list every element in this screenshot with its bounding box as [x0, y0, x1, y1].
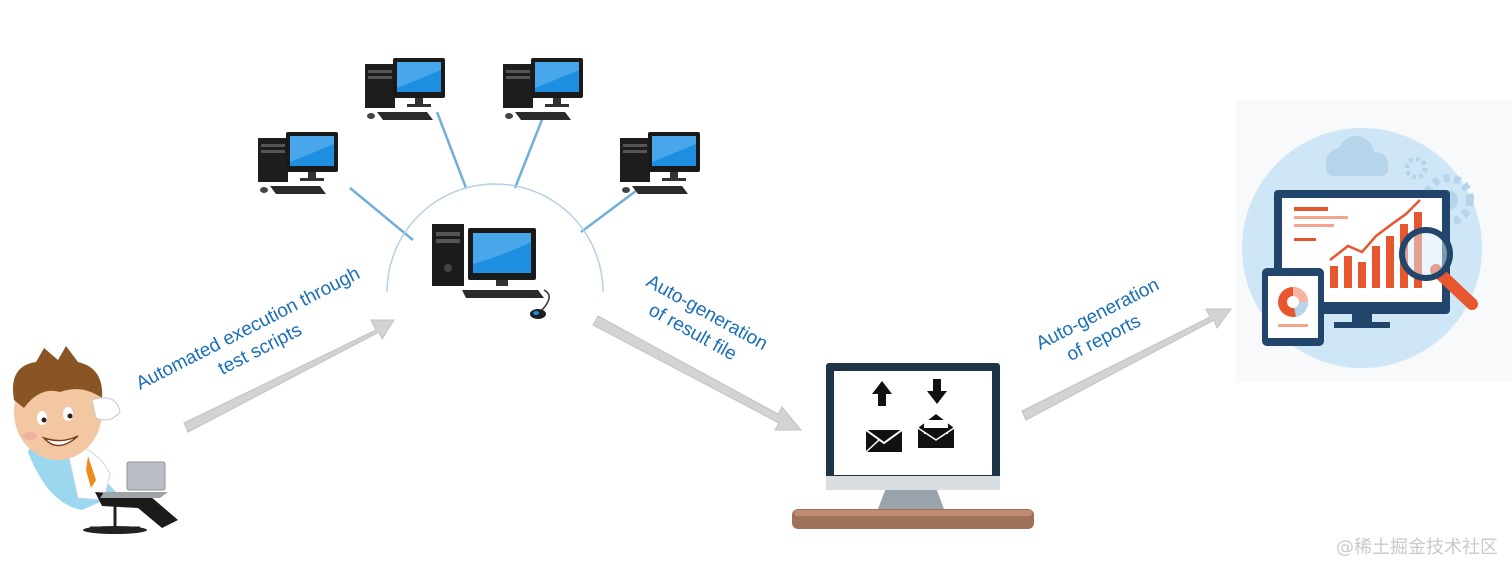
- cloud-icon: [1326, 136, 1388, 176]
- link-line: [349, 187, 414, 241]
- label-step3: Auto-generation of reports: [1033, 272, 1179, 376]
- closed-envelope-icon: [865, 429, 903, 453]
- flow-arrow-3: [1021, 308, 1232, 421]
- hub-arc: [386, 183, 604, 293]
- label-step1-line1: Automated execution through: [133, 263, 364, 394]
- desktop-computer-icon: [503, 58, 583, 120]
- label-step2: Auto-generation of result file: [631, 271, 776, 378]
- flow-arrows: [183, 308, 1232, 433]
- result-monitor: [792, 363, 1034, 529]
- pie-chart-icon: [1278, 287, 1309, 327]
- link-line: [580, 186, 641, 234]
- link-line: [513, 111, 547, 189]
- desktop-computer-icon: [620, 132, 700, 194]
- report-dashboard-icon: [1236, 100, 1512, 382]
- connection-lines: [349, 111, 641, 241]
- desktop-computer-icon: [258, 132, 338, 194]
- download-arrow-icon: [927, 379, 947, 404]
- flow-arrow-1: [183, 319, 395, 433]
- open-envelope-icon: [917, 414, 955, 448]
- flow-arrow-2: [592, 315, 803, 431]
- person-relaxing-icon: [12, 346, 178, 534]
- upload-arrow-icon: [872, 381, 892, 406]
- central-server-computer-icon: [432, 224, 550, 319]
- desktop-computer-icon: [365, 58, 445, 120]
- link-line: [435, 111, 468, 189]
- laptop-icon: [100, 461, 168, 498]
- watermark-text: @稀土掘金技术社区: [1336, 537, 1498, 558]
- magnifier-icon: [1399, 227, 1478, 310]
